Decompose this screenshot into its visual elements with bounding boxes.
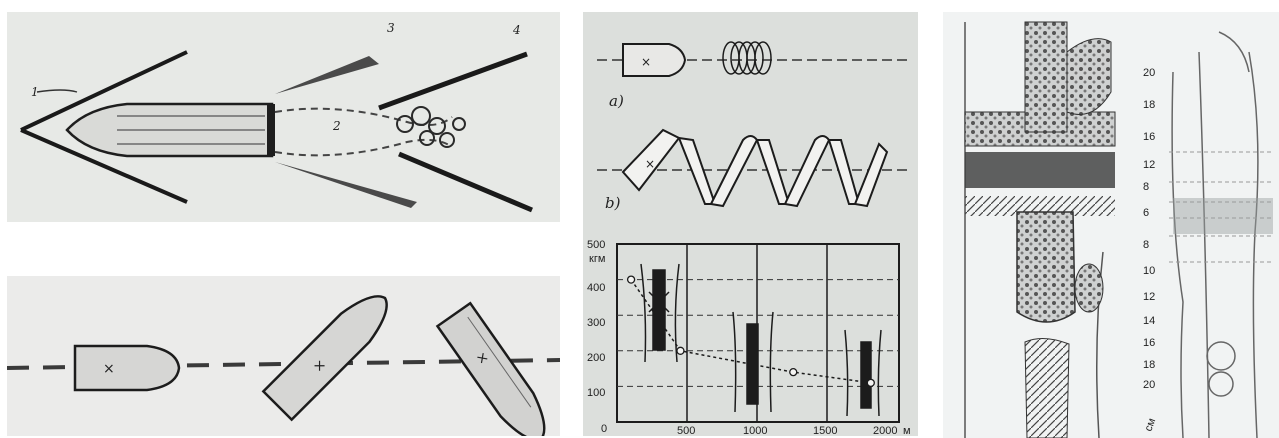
scale-6: 6 bbox=[1143, 207, 1149, 219]
trajectory-panel: × a) × b) bbox=[583, 12, 918, 436]
label-2: 2 bbox=[332, 119, 341, 133]
energy-point bbox=[790, 369, 797, 376]
wake-upper bbox=[275, 109, 452, 125]
shell-flight-diagram: 1 2 3 4 bbox=[7, 12, 560, 222]
scale-20b: 20 bbox=[1143, 379, 1155, 391]
svg-text:×: × bbox=[641, 55, 651, 69]
y-tick-300: 300 bbox=[587, 317, 605, 329]
wound-sketch-1 bbox=[641, 264, 679, 362]
bone-fragment-femur bbox=[1017, 212, 1075, 322]
y-tick-400: 400 bbox=[587, 282, 605, 294]
tumbling-diagram: × × × bbox=[7, 276, 560, 436]
wedge-upper bbox=[275, 56, 379, 94]
x-tick-500: 500 bbox=[677, 425, 695, 436]
bullet-a bbox=[623, 44, 685, 76]
bone-shaft-upper bbox=[1025, 22, 1067, 132]
svg-text:×: × bbox=[103, 361, 115, 377]
trajectory-diagram: × a) × b) bbox=[583, 12, 918, 436]
bullet-steep: × bbox=[437, 303, 557, 436]
bone-shaft-lower bbox=[1025, 338, 1069, 438]
scale-12a: 12 bbox=[1143, 159, 1155, 171]
spin-coil bbox=[723, 42, 771, 74]
rod-upper bbox=[379, 54, 527, 108]
rod-lower bbox=[399, 154, 532, 210]
scale-14: 14 bbox=[1143, 315, 1155, 327]
y-unit-label: кгм bbox=[589, 253, 605, 265]
energy-point bbox=[628, 276, 635, 283]
energy-point bbox=[677, 347, 684, 354]
scale-16b: 16 bbox=[1143, 337, 1155, 349]
bone-scale: 20 18 16 12 8 6 8 10 12 14 16 18 20 bbox=[1143, 67, 1155, 391]
scale-18a: 18 bbox=[1143, 99, 1155, 111]
right-limb-band bbox=[1173, 198, 1273, 234]
scale-side-label: см bbox=[1143, 417, 1159, 433]
wedge-lower bbox=[275, 162, 417, 208]
scale-20a: 20 bbox=[1143, 67, 1155, 79]
y-tick-500: 500 bbox=[587, 239, 605, 251]
wound-sketch-3 bbox=[845, 330, 881, 416]
tumbling-panel: × × × bbox=[7, 276, 560, 436]
bone-section-panel: 20 18 16 12 8 6 8 10 12 14 16 18 20 см bbox=[943, 12, 1279, 438]
y-tick-0: 0 bbox=[601, 423, 607, 435]
bone-fragment-small bbox=[1075, 264, 1103, 312]
bullet-path-channel bbox=[1067, 39, 1111, 115]
wake-lower bbox=[275, 140, 452, 155]
x-unit-label: м bbox=[903, 425, 911, 436]
energy-graph: 500 кгм 400 300 200 100 0 500 1000 1500 … bbox=[587, 239, 911, 436]
label-4: 4 bbox=[512, 23, 521, 37]
x-tick-1000: 1000 bbox=[743, 425, 767, 436]
x-tick-2000: 2000 bbox=[873, 425, 897, 436]
bullet-upright: × bbox=[75, 346, 179, 390]
scale-18b: 18 bbox=[1143, 359, 1155, 371]
y-tick-200: 200 bbox=[587, 352, 605, 364]
bone-section-diagram: 20 18 16 12 8 6 8 10 12 14 16 18 20 см bbox=[943, 12, 1279, 438]
label-1: 1 bbox=[31, 85, 39, 99]
scale-16a: 16 bbox=[1143, 131, 1155, 143]
bullet-tilted: × bbox=[263, 284, 399, 420]
helix-ribbon bbox=[623, 130, 887, 206]
svg-text:×: × bbox=[645, 157, 655, 171]
scale-10: 10 bbox=[1143, 265, 1155, 277]
scale-8b: 8 bbox=[1143, 239, 1149, 251]
energy-point bbox=[867, 379, 874, 386]
label-b: b) bbox=[605, 194, 621, 212]
label-a: a) bbox=[609, 92, 624, 110]
x-tick-1500: 1500 bbox=[813, 425, 837, 436]
label-3: 3 bbox=[387, 21, 395, 35]
scale-12b: 12 bbox=[1143, 291, 1155, 303]
y-tick-100: 100 bbox=[587, 387, 605, 399]
label-leader-line bbox=[37, 90, 77, 92]
shell-flight-panel: 1 2 3 4 bbox=[7, 12, 560, 222]
tissue-band-dark bbox=[965, 152, 1115, 188]
bullet-base bbox=[267, 104, 275, 156]
scale-8a: 8 bbox=[1143, 181, 1149, 193]
right-limb-outline bbox=[1172, 32, 1258, 438]
